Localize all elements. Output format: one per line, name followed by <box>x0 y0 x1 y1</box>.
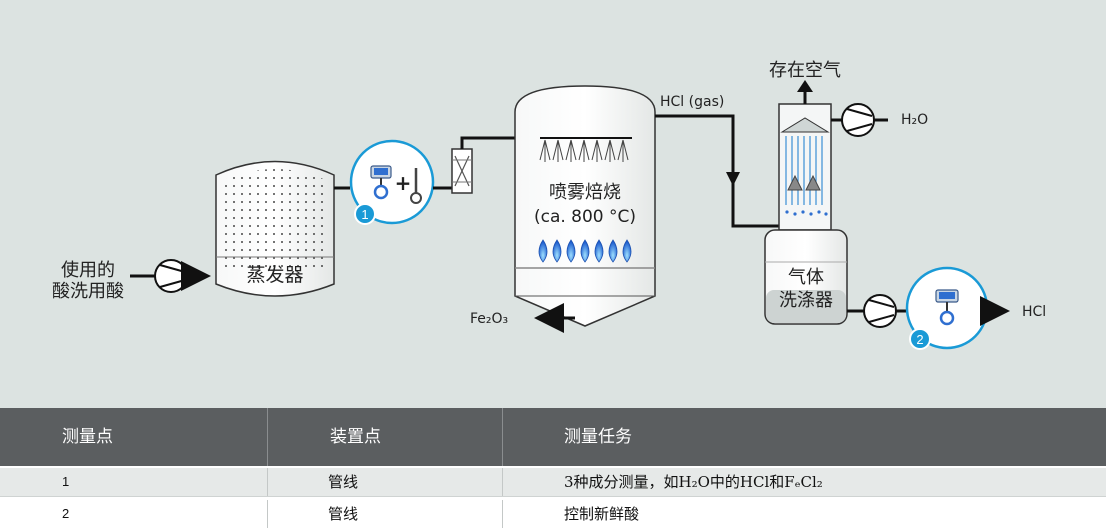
measurement-table: 测量点 装置点 测量任务 1 管线 3种成分测量，如H₂O中的HCl和FₑCl₂… <box>0 408 1106 528</box>
cell-divider <box>267 468 268 496</box>
scrubber-label-line2: 洗涤器 <box>779 290 833 311</box>
cell-point: 2 <box>62 506 70 521</box>
probe-icon <box>410 168 422 204</box>
cell-task: 控制新鲜酸 <box>564 505 640 523</box>
cell-location: 管线 <box>328 473 359 491</box>
plus-sign: + <box>395 171 412 195</box>
flow-direction-icon <box>726 172 740 186</box>
spray-roaster-vessel <box>514 85 656 327</box>
badge-2 <box>909 328 931 350</box>
hcl-pump-icon <box>863 294 897 328</box>
input-label-line1: 使用的 <box>61 260 115 281</box>
pump-icon <box>154 259 188 293</box>
roaster-label-line1: 喷雾焙烧 <box>549 182 621 203</box>
header-divider <box>502 408 503 466</box>
sensor-icon <box>370 165 392 200</box>
hcl-gas-label: HCl (gas) <box>660 94 724 110</box>
scrubber-label-line1: 气体 <box>788 267 824 288</box>
hcl-gas-pipe <box>655 114 782 228</box>
measurement-point-2[interactable]: 2 <box>905 266 989 350</box>
table-row: 2 管线 控制新鲜酸 <box>0 500 1106 528</box>
evaporator-vessel <box>215 160 335 297</box>
cell-point: 1 <box>62 474 70 489</box>
spray-nozzles <box>539 137 632 162</box>
cell-location: 管线 <box>328 505 359 523</box>
header-location: 装置点 <box>330 427 381 447</box>
roaster-label-line2: (ca. 800 °C) <box>534 207 636 227</box>
process-diagram: 使用的 酸洗用酸 蒸发器 + 1 <box>0 0 1106 408</box>
water-pump-icon <box>841 103 875 137</box>
air-outlet-arrow-icon <box>797 80 813 92</box>
cell-task: 3种成分测量，如H₂O中的HCl和FₑCl₂ <box>564 473 823 491</box>
air-label: 存在空气 <box>769 60 841 81</box>
sensor-icon <box>935 289 959 326</box>
badge-1 <box>354 203 376 225</box>
badge-2-label: 2 <box>916 332 923 347</box>
flames <box>538 239 632 263</box>
absorption-column <box>778 103 832 231</box>
table-row: 1 管线 3种成分测量，如H₂O中的HCl和FₑCl₂ <box>0 468 1106 496</box>
cell-divider <box>502 500 503 528</box>
header-task: 测量任务 <box>564 427 632 447</box>
evaporator-label: 蒸发器 <box>246 264 303 286</box>
cell-divider <box>502 468 503 496</box>
header-divider <box>267 408 268 466</box>
cell-divider <box>267 500 268 528</box>
hcl-out-label: HCl <box>1022 304 1046 320</box>
table-header: 测量点 装置点 测量任务 <box>0 408 1106 466</box>
water-label: H₂O <box>901 112 928 128</box>
filter-icon <box>451 148 473 194</box>
row-divider <box>0 496 1106 497</box>
gas-scrubber-vessel <box>764 229 848 325</box>
header-point: 测量点 <box>62 427 113 447</box>
measurement-point-1[interactable]: + 1 <box>349 139 435 225</box>
fe2o3-label: Fe₂O₃ <box>470 311 508 327</box>
input-label-line2: 酸洗用酸 <box>52 281 124 302</box>
badge-1-label: 1 <box>361 207 368 222</box>
